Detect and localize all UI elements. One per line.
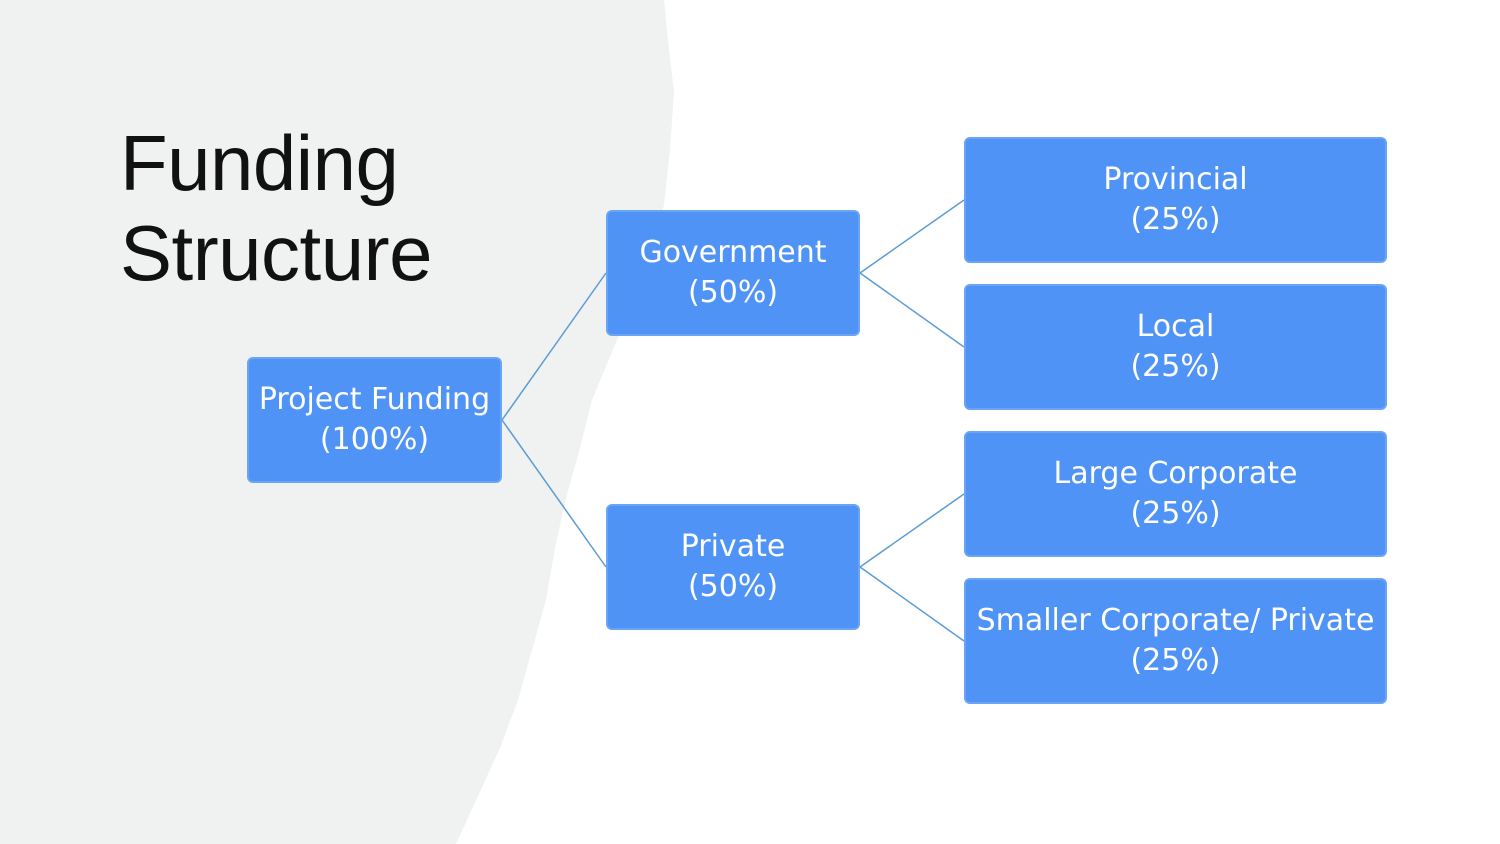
node-smaller-corporate-private: Smaller Corporate/ Private (25%) — [964, 578, 1387, 704]
connector-priv-small — [859, 566, 965, 642]
node-share: (25%) — [1130, 202, 1221, 237]
node-label: Smaller Corporate/ Private — [976, 603, 1375, 638]
node-share: (50%) — [687, 569, 779, 604]
node-share: (50%) — [687, 275, 779, 310]
node-share: (25%) — [1130, 349, 1221, 384]
node-label: Local — [1136, 309, 1215, 344]
connector-root-gov — [501, 272, 607, 421]
connector-gov-local — [859, 272, 965, 348]
node-label: Provincial — [1103, 162, 1248, 197]
node-large-corporate: Large Corporate (25%) — [964, 431, 1387, 557]
node-project-funding: Project Funding (100%) — [247, 357, 502, 483]
node-local: Local (25%) — [964, 284, 1387, 410]
node-provincial: Provincial (25%) — [964, 137, 1387, 263]
node-label: Government — [639, 235, 827, 270]
node-share: (25%) — [1130, 496, 1221, 531]
connector-priv-large — [859, 493, 965, 568]
node-government: Government (50%) — [606, 210, 860, 336]
node-private: Private (50%) — [606, 504, 860, 630]
connector-root-priv — [501, 419, 607, 568]
title-line-2: Structure — [120, 209, 432, 297]
slide-title: Funding Structure — [120, 118, 432, 298]
node-label: Large Corporate — [1053, 456, 1298, 491]
connector-gov-prov — [859, 199, 965, 274]
node-share: (100%) — [319, 422, 430, 457]
node-label: Private — [680, 529, 786, 564]
node-share: (25%) — [1130, 643, 1221, 678]
title-line-1: Funding — [120, 119, 399, 207]
node-label: Project Funding — [258, 382, 491, 417]
